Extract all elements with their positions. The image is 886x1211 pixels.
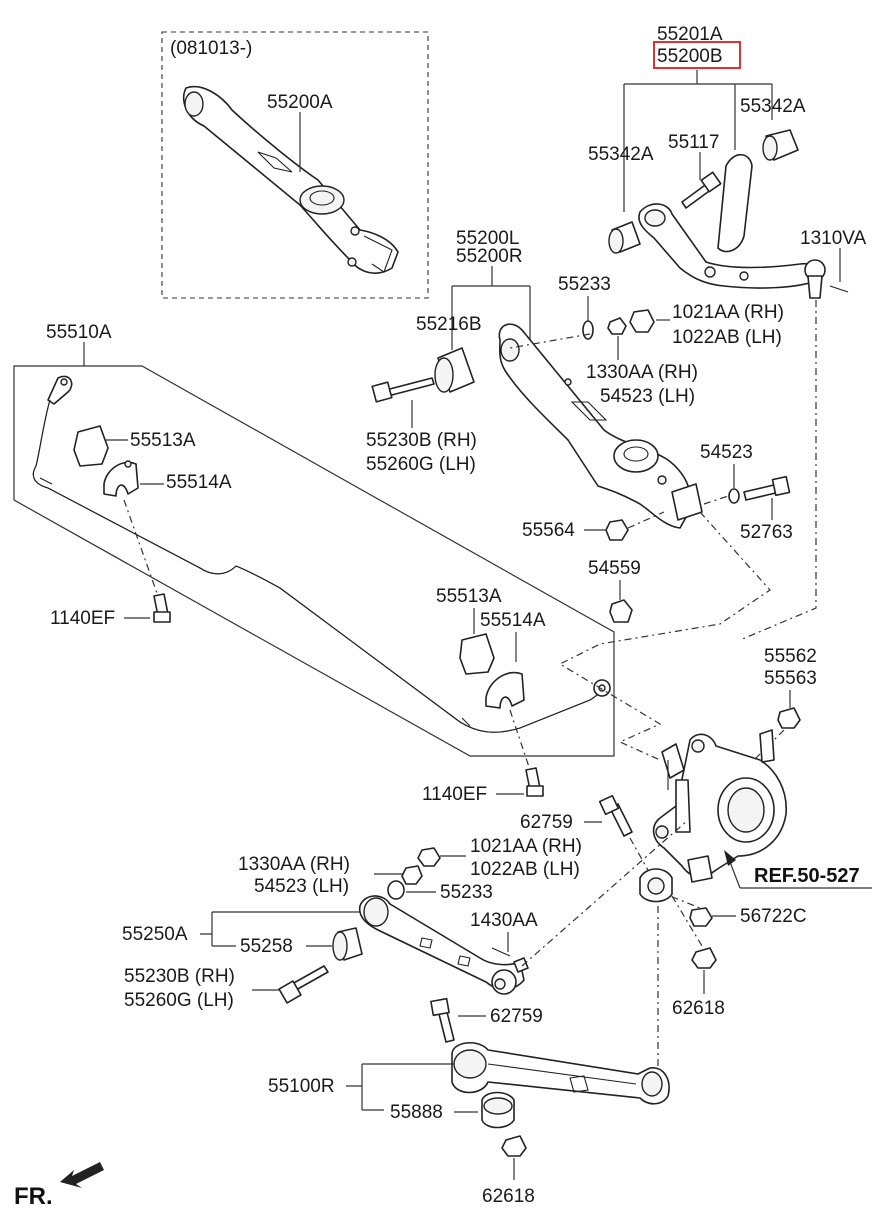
front-direction-label: FR. [14, 1183, 53, 1210]
highlight-box-55200B [653, 41, 741, 69]
part-62759-bot-label: 62759 [490, 1006, 543, 1027]
lateral-arm-55250A-drawing [358, 895, 529, 995]
stabilizer-bar-drawing [32, 375, 611, 733]
nut-1021AA-bot [417, 847, 441, 867]
bushing-55513A-left [73, 425, 109, 467]
part-1140EF-left-label: 1140EF [50, 608, 115, 629]
nut-1330AA-bot [401, 865, 423, 885]
lower-arm-55100R-drawing [451, 1042, 670, 1105]
part-55200L-label: 55200L [456, 228, 519, 249]
part-1310VA-label: 1310VA [800, 228, 867, 249]
nut-62618-right [691, 947, 717, 969]
part-62618-right-label: 62618 [672, 998, 725, 1019]
lower-arm-55200A-drawing [182, 85, 399, 274]
bolt-55230B-bot [291, 965, 329, 991]
part-55100R-label: 55100R [268, 1076, 335, 1097]
nut-62618-bottom [501, 1135, 527, 1157]
part-55200R-label: 55200R [456, 246, 523, 267]
part-55562-label: 55562 [764, 646, 817, 667]
part-55260G-lh-top-label: 55260G (LH) [366, 454, 476, 475]
nut-55564 [605, 519, 629, 541]
part-54559-label: 54559 [588, 558, 641, 579]
part-55230B-rh-bot-label: 55230B (RH) [124, 966, 235, 987]
part-55260G-lh-bot-label: 55260G (LH) [124, 990, 234, 1011]
stabilizer-group-outline [13, 365, 615, 757]
part-55342A-right-label: 55342A [740, 96, 806, 117]
part-55513A-right-label: 55513A [436, 586, 502, 607]
part-55258-label: 55258 [240, 936, 293, 957]
part-55563-label: 55563 [764, 668, 817, 689]
part-55233-bot-label: 55233 [440, 882, 493, 903]
part-1330AA-rh-bot-label: 1330AA (RH) [238, 854, 350, 875]
part-52763-label: 52763 [740, 522, 793, 543]
front-direction-arrow-icon [60, 1162, 104, 1188]
upper-arm-drawing [608, 129, 849, 299]
part-55117-label: 55117 [668, 132, 719, 153]
part-55514A-left-label: 55514A [166, 472, 232, 493]
part-54523-mid-label: 54523 [700, 442, 753, 463]
part-55513A-left-label: 55513A [130, 430, 196, 451]
variant-note: (081013-) [170, 38, 252, 59]
nut-1330AA-top [607, 317, 627, 335]
ref-50-527-label[interactable]: REF.50-527 [754, 865, 860, 887]
variant-box [161, 31, 429, 299]
washer-55233-top [582, 320, 594, 340]
bracket-55514A-left [103, 461, 139, 497]
part-1022AB-lh-bot-label: 1022AB (LH) [470, 859, 580, 880]
part-54523-lh-bot-label: 54523 (LH) [254, 876, 349, 897]
part-55564-label: 55564 [522, 520, 575, 541]
part-1022AB-lh-top-label: 1022AB (LH) [672, 327, 782, 348]
part-55216B-label: 55216B [416, 314, 482, 335]
part-55200A-label: 55200A [267, 92, 333, 113]
part-62759-top-label: 62759 [520, 812, 573, 833]
knuckle-drawing [652, 729, 787, 883]
part-62618-bottom-label: 62618 [482, 1186, 535, 1207]
part-55201A-label: 55201A [657, 24, 723, 45]
part-55888-label: 55888 [390, 1102, 443, 1123]
part-55342A-left-label: 55342A [588, 144, 654, 165]
bracket-55514A-right [485, 671, 525, 709]
part-1330AA-rh-top-label: 1330AA (RH) [586, 362, 698, 383]
bushing-55513A-right [459, 633, 495, 675]
part-56722C-label: 56722C [740, 906, 807, 927]
part-1021AA-rh-top-label: 1021AA (RH) [672, 302, 784, 323]
part-55200B-label[interactable]: 55200B [657, 46, 723, 67]
part-1021AA-rh-bot-label: 1021AA (RH) [470, 836, 582, 857]
part-55233-top-label: 55233 [558, 274, 611, 295]
part-55514A-right-label: 55514A [480, 610, 546, 631]
part-54523-lh-top-label: 54523 (LH) [600, 386, 695, 407]
part-1430AA-label: 1430AA [470, 910, 538, 931]
part-55230B-rh-top-label: 55230B (RH) [366, 430, 477, 451]
washer-54523-mid [728, 488, 740, 504]
part-55510A-label: 55510A [46, 322, 112, 343]
nut-54559 [609, 599, 633, 623]
nut-1021AA-top [629, 309, 655, 333]
part-1140EF-right-label: 1140EF [422, 784, 487, 805]
nut-56722C [689, 907, 713, 927]
lower-control-arm-drawing [371, 323, 703, 529]
part-55250A-label: 55250A [122, 924, 188, 945]
ref-arrow-icon [724, 850, 736, 866]
nut-55562 [777, 707, 801, 729]
washer-55233-bot [387, 880, 405, 900]
